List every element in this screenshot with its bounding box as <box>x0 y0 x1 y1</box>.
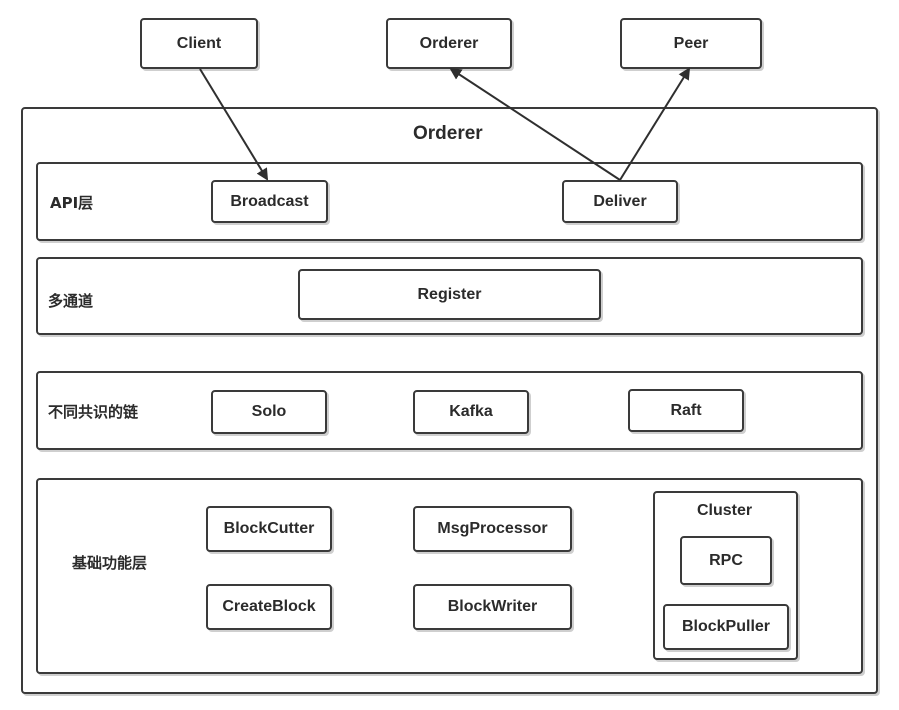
rpc-node: RPC <box>680 536 772 585</box>
solo-node: Solo <box>211 390 327 434</box>
raft-label: Raft <box>670 401 702 419</box>
solo-label: Solo <box>251 403 287 420</box>
createblock-node: CreateBlock <box>206 584 332 630</box>
arrow-deliver-to-orderer <box>449 67 621 181</box>
orderer-frame-title: Orderer <box>413 123 483 144</box>
msgprocessor-label: MsgProcessor <box>437 520 548 537</box>
blockpuller-label: BlockPuller <box>681 618 771 635</box>
msgprocessor-node: MsgProcessor <box>413 506 572 552</box>
createblock-label: CreateBlock <box>222 598 316 615</box>
arrow-client-to-broadcast <box>199 68 269 181</box>
kafka-node: Kafka <box>413 390 529 434</box>
register-label: Register <box>417 285 482 303</box>
base-layer-label: 基础功能层 <box>72 554 148 572</box>
client-label: Client <box>176 34 222 52</box>
multichannel-layer-label: 多通道 <box>48 292 94 310</box>
blockwriter-node: BlockWriter <box>413 584 572 630</box>
peer-label: Peer <box>673 34 709 52</box>
client-node: Client <box>140 18 258 69</box>
api-layer-label: API层 <box>50 194 94 212</box>
peer-node: Peer <box>620 18 762 69</box>
register-node: Register <box>298 269 601 320</box>
rpc-label: RPC <box>709 551 743 569</box>
orderer-label: Orderer <box>419 34 479 52</box>
consensus-layer-label: 不同共识的链 <box>48 403 139 421</box>
broadcast-node: Broadcast <box>211 180 328 223</box>
cluster-title: Cluster <box>697 502 753 519</box>
deliver-node: Deliver <box>562 180 678 223</box>
blockpuller-node: BlockPuller <box>663 604 789 650</box>
kafka-label: Kafka <box>449 403 493 420</box>
arrow-deliver-to-peer <box>619 67 691 181</box>
deliver-label: Deliver <box>593 192 647 210</box>
blockcutter-node: BlockCutter <box>206 506 332 552</box>
blockcutter-label: BlockCutter <box>223 520 315 537</box>
raft-node: Raft <box>628 389 744 432</box>
orderer-node: Orderer <box>386 18 512 69</box>
broadcast-label: Broadcast <box>230 192 309 210</box>
blockwriter-label: BlockWriter <box>447 598 538 615</box>
api-layer <box>36 162 863 241</box>
